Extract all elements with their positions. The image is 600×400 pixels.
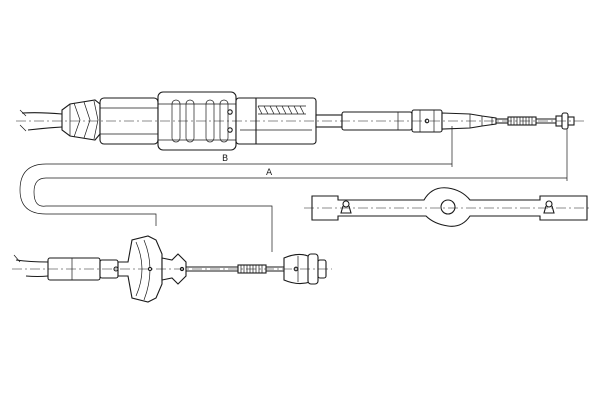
dimension-a-label: A [266,168,273,178]
lower-cable-sheath [13,254,49,278]
mounting-bracket [304,187,592,227]
upper-cable-sheath [19,109,63,132]
bracket-keyhole-left [340,200,352,214]
lower-cable-assembly [12,235,332,303]
upper-cable-assembly [16,91,584,151]
dimension-lines: B A [19,126,568,252]
dimension-b-label: B [222,154,228,164]
cable-routing-loop [19,163,157,226]
bracket-center-hole [440,199,456,215]
upper-rubber-boot [61,99,101,141]
bracket-keyhole-right [543,200,555,214]
